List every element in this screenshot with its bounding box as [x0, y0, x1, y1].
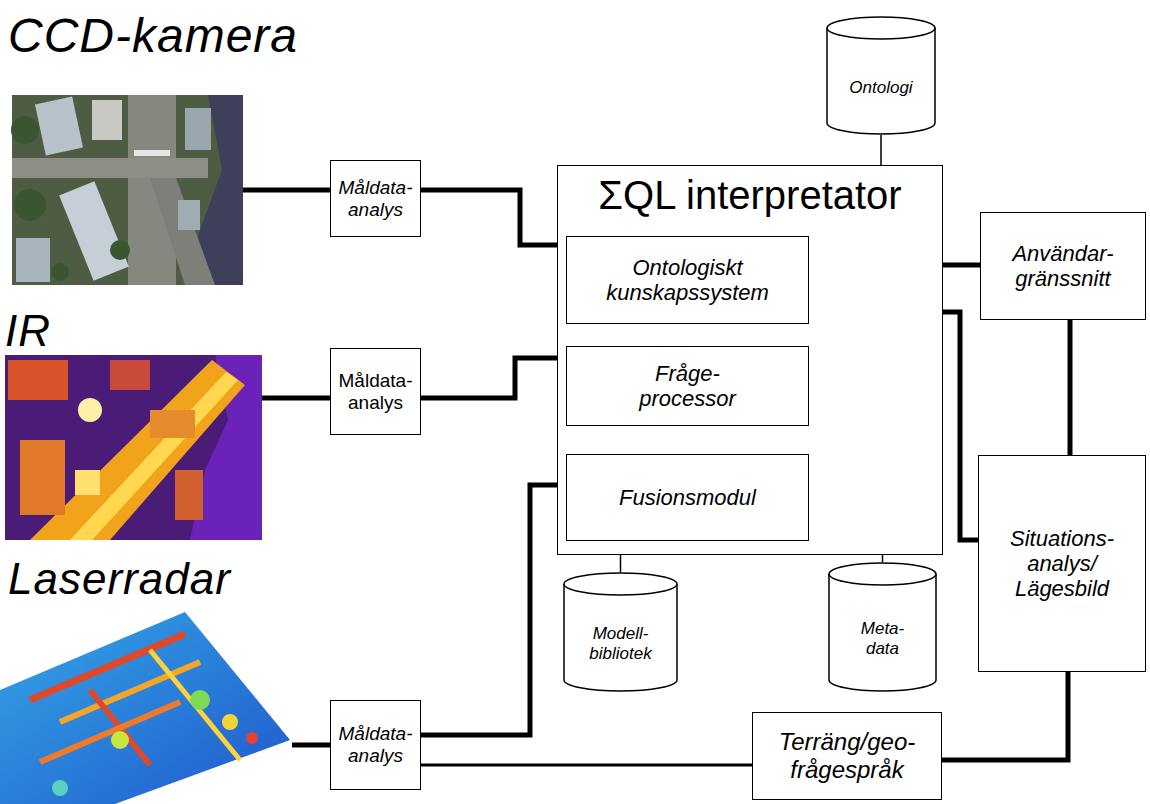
ir-ground [5, 355, 262, 540]
laser-tree [190, 690, 210, 710]
box-label: Ontologiskt kunskapssystem [606, 255, 770, 306]
interpreter-box: ΣQL interpretatorOntologiskt kunskapssys… [557, 165, 943, 555]
ir-hotspot [78, 398, 102, 422]
photo-tree [110, 240, 130, 260]
photo-crosswalk [134, 150, 170, 156]
connector [942, 672, 1068, 760]
cylinder-top [564, 573, 677, 595]
laser-tree [246, 732, 258, 744]
laser-building [60, 662, 200, 722]
connector [421, 190, 557, 245]
sensor-heading: CCD-kamera [8, 8, 298, 63]
connector [243, 188, 330, 193]
photo-road [12, 158, 208, 178]
process-box: Måldata- analys [330, 700, 421, 790]
connector [943, 263, 980, 268]
photo-tree [51, 263, 69, 281]
process-box: Terräng/geo- frågespråk [752, 712, 942, 800]
ir-building [8, 360, 68, 400]
ir-hotspot [75, 470, 100, 495]
process-box: Måldata- analys [330, 348, 421, 435]
sensor-image: IR [5, 355, 262, 540]
connector [943, 312, 978, 540]
connector [1068, 320, 1073, 455]
module-box: Fusionsmodul [566, 454, 809, 541]
sensor-image: CCD-kamera [12, 95, 243, 285]
box-label: Ontologi [849, 78, 912, 98]
box-label: Fråge- processor [639, 361, 737, 412]
sensor-heading: IR [5, 306, 51, 357]
sensor-image: Laserradar [0, 610, 292, 804]
database-cylinder: Ontologi [826, 16, 936, 135]
laser-tree [111, 731, 129, 749]
module-box: Ontologiskt kunskapssystem [566, 236, 809, 324]
connector [421, 764, 752, 767]
laser-building [40, 702, 180, 762]
ir-building [175, 470, 203, 520]
box-label: Måldata- analys [338, 370, 413, 414]
photo-tree [14, 189, 46, 221]
photo-building [35, 97, 83, 156]
box-label: Fusionsmodul [619, 485, 756, 510]
ir-building [110, 360, 150, 390]
ccd-photo [11, 95, 243, 285]
photo-building [185, 108, 211, 150]
connector [292, 743, 330, 748]
connector [620, 555, 622, 572]
connector [421, 358, 557, 398]
process-box: Användar- gränssnitt [980, 212, 1146, 320]
box-label: Måldata- analys [338, 177, 413, 221]
laser-image [0, 612, 290, 804]
cylinder-body [564, 584, 677, 691]
box-label: Terräng/geo- frågespråk [778, 728, 916, 783]
process-box: Måldata- analys [330, 160, 421, 237]
ir-building [150, 410, 195, 438]
photo-building [178, 200, 200, 230]
box-label: Måldata- analys [338, 723, 413, 767]
photo-building [16, 238, 50, 282]
interpreter-title: ΣQL interpretator [598, 172, 901, 218]
cylinder-top [829, 563, 936, 585]
photo-lot [92, 100, 122, 140]
laser-building [150, 650, 240, 760]
connector [421, 485, 557, 735]
ir-road [70, 372, 238, 540]
connector [882, 555, 884, 562]
ir-building [20, 440, 65, 515]
photo-ground [12, 95, 243, 285]
process-box: Situations- analys/ Lägesbild [978, 455, 1146, 672]
cylinder-outline [826, 16, 936, 135]
sensor-heading: Laserradar [8, 554, 231, 605]
box-label: Situations- analys/ Lägesbild [1010, 526, 1115, 602]
laser-tree [52, 780, 68, 796]
box-label: Meta- data [860, 619, 905, 658]
module-box: Fråge- processor [566, 346, 809, 426]
cylinder-body [827, 28, 935, 134]
cylinder-top [827, 17, 935, 39]
box-label: Användar- gränssnitt [1012, 241, 1115, 292]
cylinder-body [829, 574, 936, 691]
ir-image [5, 355, 262, 540]
photo-road [150, 178, 215, 285]
photo-tree [11, 116, 39, 144]
connector [262, 396, 330, 401]
laser-tree [222, 714, 238, 730]
box-label: Modell- bibliotek [589, 624, 653, 663]
database-cylinder: Meta- data [828, 562, 937, 692]
photo-building [59, 181, 129, 281]
database-cylinder: Modell- bibliotek [563, 572, 678, 692]
connector [880, 135, 882, 165]
laser-terrain [0, 612, 290, 804]
